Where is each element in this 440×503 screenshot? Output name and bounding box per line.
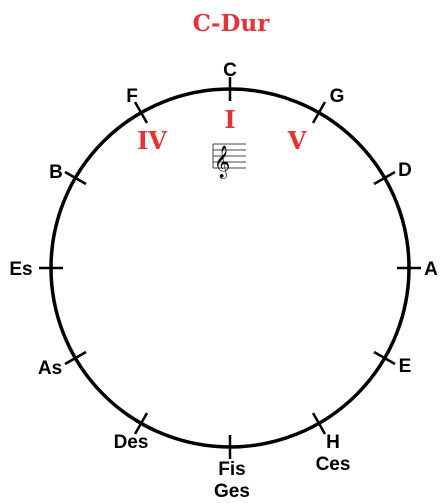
treble-clef-staff-icon: 𝄞 [212, 143, 246, 179]
tick-b [64, 170, 87, 186]
key-label-ges: Ges [214, 481, 250, 502]
tick-e [373, 350, 396, 366]
key-label-ces: Ces [316, 454, 351, 475]
key-label-d: D [398, 160, 412, 181]
key-label-des: Des [114, 432, 149, 453]
tick-h [311, 412, 327, 435]
circle-outline [49, 87, 411, 449]
key-label-h: H [326, 432, 340, 453]
key-label-e: E [399, 356, 412, 377]
diagram-title: C-Dur [193, 10, 271, 37]
key-label-f: F [126, 86, 138, 107]
degree-label-dominant: V [287, 126, 307, 155]
key-label-c: C [223, 60, 237, 81]
tick-f [133, 101, 149, 124]
tick-d [373, 170, 396, 186]
tick-g [311, 101, 327, 124]
key-label-g: G [330, 86, 345, 107]
key-label-fis: Fis [218, 459, 245, 480]
degree-label-subdominant: IV [137, 126, 167, 155]
degree-label-tonic: I [224, 105, 235, 134]
key-label-b: B [49, 162, 63, 183]
tick-marks [39, 77, 421, 459]
svg-text:𝄞: 𝄞 [214, 145, 231, 179]
key-label-es: Es [9, 259, 32, 280]
tick-des [133, 412, 149, 435]
key-label-as: As [38, 358, 62, 379]
key-label-a: A [424, 259, 438, 280]
tick-as [64, 350, 87, 366]
